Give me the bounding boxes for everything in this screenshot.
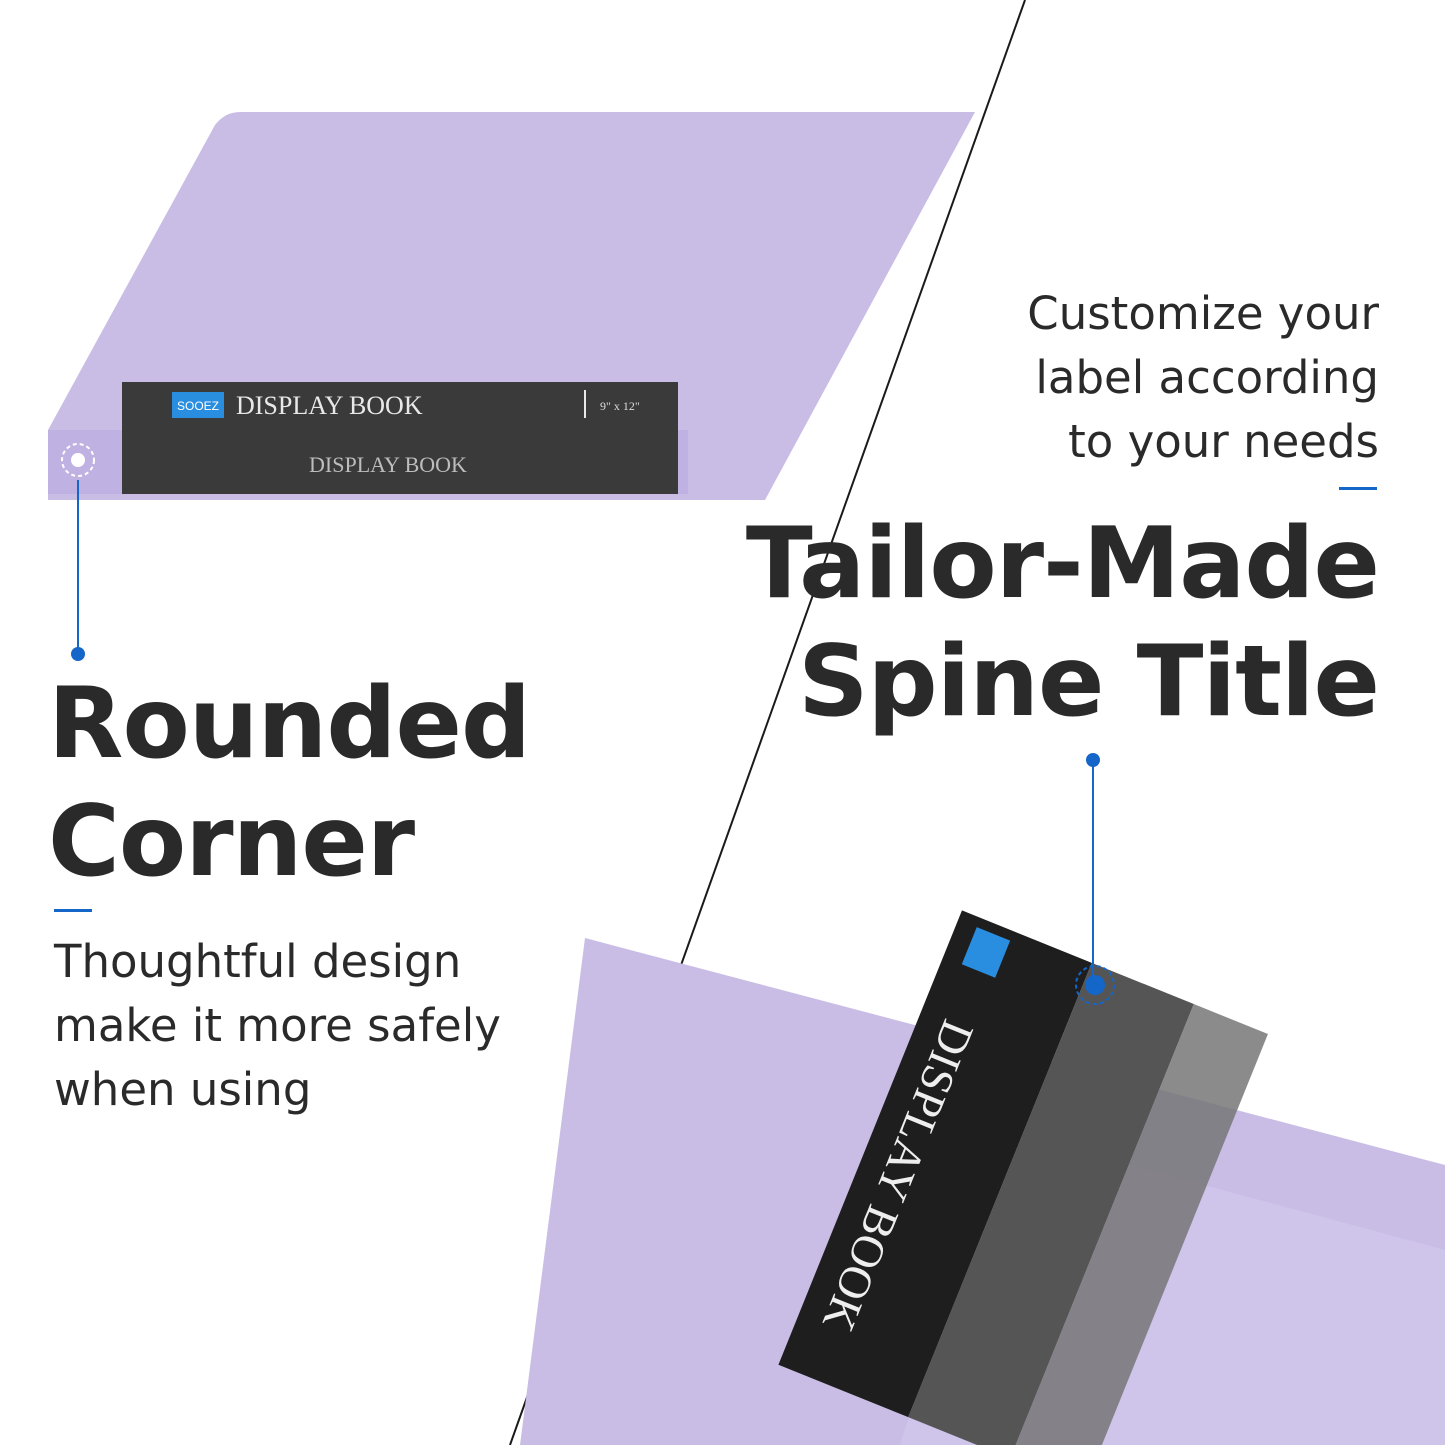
left-subtext: Thoughtful design make it more safely wh… xyxy=(54,930,501,1122)
top-spine-title: DISPLAY BOOK xyxy=(236,391,423,420)
bottom-binder: DISPLAY BOOK xyxy=(520,910,1445,1445)
top-spine-logo: SOOEZ xyxy=(177,399,219,413)
top-spine-size: 9" x 12" xyxy=(600,399,640,413)
left-subtext-line-3: when using xyxy=(54,1063,312,1116)
top-spine-lower-title: DISPLAY BOOK xyxy=(309,452,467,477)
left-headline-line-2: Corner xyxy=(48,785,415,899)
bottom-spine-label xyxy=(778,910,1092,1418)
left-subtext-line-2: make it more safely xyxy=(54,999,501,1052)
left-headline-line-1: Rounded xyxy=(48,667,531,781)
right-headline: Tailor-Made Spine Title xyxy=(745,505,1380,741)
left-headline: Rounded Corner xyxy=(48,665,531,901)
right-headline-line-2: Spine Title xyxy=(797,625,1380,739)
right-subtext-line-3: to your needs xyxy=(1068,415,1379,468)
top-binder: SOOEZ DISPLAY BOOK 9" x 12" DISPLAY BOOK xyxy=(48,112,975,500)
right-subtext-line-2: label according xyxy=(1035,351,1379,404)
left-accent-rule xyxy=(54,909,92,912)
corner-marker-icon xyxy=(61,443,95,477)
right-subtext: Customize your label according to your n… xyxy=(1027,282,1379,474)
right-headline-line-1: Tailor-Made xyxy=(745,507,1380,621)
left-callout-dot xyxy=(71,647,85,661)
left-subtext-line-1: Thoughtful design xyxy=(54,935,462,988)
right-accent-rule xyxy=(1339,487,1377,490)
right-subtext-line-1: Customize your xyxy=(1027,287,1379,340)
spine-marker-icon xyxy=(1075,965,1115,1005)
